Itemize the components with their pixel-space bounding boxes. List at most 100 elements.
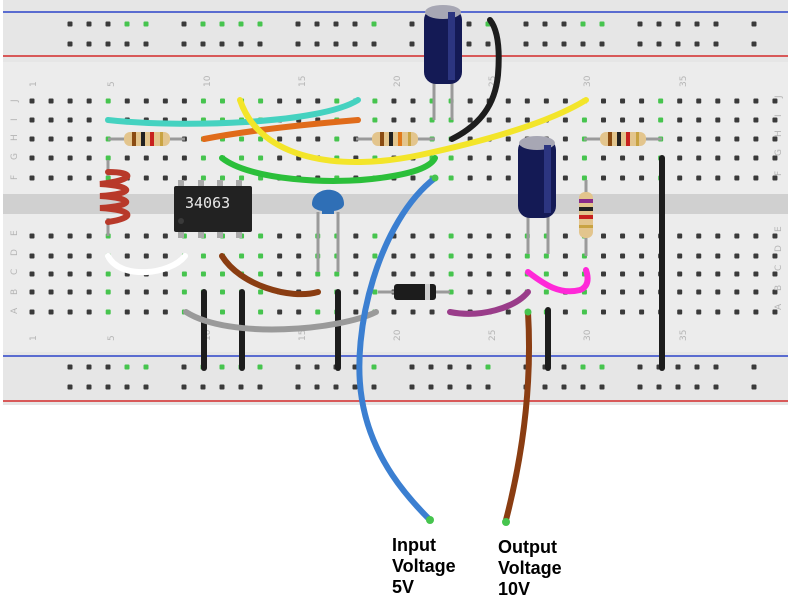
breadboard-hole [696, 175, 702, 181]
breadboard-hole [181, 155, 187, 161]
breadboard-hole [675, 21, 681, 27]
breadboard-hole [639, 98, 645, 104]
breadboard-hole [620, 233, 626, 239]
breadboard-hole [637, 21, 643, 27]
breadboard-hole [753, 253, 759, 259]
breadboard-hole [410, 117, 416, 123]
row-letter: B [774, 285, 784, 291]
breadboard-hole [429, 271, 435, 277]
breadboard-hole [200, 271, 206, 277]
breadboard-hole [734, 271, 740, 277]
row-letter: E [10, 230, 20, 236]
breadboard-hole [713, 41, 719, 47]
breadboard-hole [485, 41, 491, 47]
breadboard-hole [200, 253, 206, 259]
breadboard-hole [429, 309, 435, 315]
breadboard-hole [315, 98, 321, 104]
breadboard-hole [713, 384, 719, 390]
breadboard-hole [734, 309, 740, 315]
breadboard-hole [258, 233, 264, 239]
wire-gray [183, 309, 379, 333]
breadboard-hole [372, 233, 378, 239]
breadboard-hole [296, 271, 302, 277]
breadboard-hole [696, 136, 702, 142]
column-number: 5 [107, 335, 117, 341]
breadboard-hole [505, 309, 511, 315]
breadboard-hole [580, 384, 586, 390]
breadboard-hole [639, 117, 645, 123]
breadboard-hole [486, 271, 492, 277]
breadboard-hole [258, 289, 264, 295]
breadboard-hole [751, 384, 757, 390]
breadboard-hole [677, 136, 683, 142]
breadboard-hole [751, 21, 757, 27]
breadboard-hole [599, 21, 605, 27]
breadboard-hole [86, 364, 92, 370]
breadboard-hole [467, 253, 473, 259]
breadboard-hole [599, 364, 605, 370]
breadboard-hole [677, 289, 683, 295]
breadboard-hole [561, 41, 567, 47]
breadboard-hole [219, 41, 225, 47]
breadboard-hole [220, 289, 225, 295]
column-number: 35 [679, 76, 689, 87]
breadboard-hole [29, 271, 35, 277]
breadboard-hole [391, 253, 397, 259]
breadboard-hole [162, 233, 168, 239]
breadboard-hole [601, 98, 606, 104]
breadboard-hole [124, 309, 130, 315]
breadboard-hole [428, 384, 434, 390]
breadboard-hole [162, 289, 168, 295]
breadboard-hole [67, 364, 73, 370]
column-number: 20 [393, 329, 403, 341]
breadboard-hole [143, 364, 149, 370]
breadboard-hole [562, 253, 568, 259]
breadboard-hole [601, 117, 606, 123]
breadboard-hole [505, 136, 511, 142]
breadboard-hole [656, 384, 662, 390]
breadboard-hole [448, 233, 454, 239]
breadboard-hole [675, 364, 681, 370]
breadboard-hole [639, 289, 645, 295]
breadboard-hole [238, 41, 244, 47]
breadboard-hole [581, 117, 587, 123]
breadboard-hole [162, 271, 168, 277]
breadboard-hole [753, 98, 759, 104]
column-number: 1 [29, 335, 39, 341]
breadboard-hole [238, 384, 244, 390]
breadboard-hole [753, 175, 759, 181]
resistor-right [584, 132, 662, 146]
breadboard-hole [48, 98, 54, 104]
breadboard-hole [694, 21, 700, 27]
breadboard-hole [277, 98, 283, 104]
breadboard-hole [352, 384, 358, 390]
row-letter: B [10, 289, 20, 295]
breadboard-hole [67, 253, 73, 259]
breadboard-hole [505, 175, 511, 181]
breadboard-hole [772, 271, 778, 277]
breadboard-hole [601, 233, 606, 239]
breadboard-hole [67, 117, 73, 123]
breadboard-hole [258, 271, 264, 277]
breadboard-hole [561, 384, 567, 390]
ic-34063: 34063 [174, 180, 252, 238]
breadboard-hole [696, 289, 702, 295]
breadboard-hole [333, 41, 339, 47]
breadboard-hole [296, 233, 302, 239]
wire-purple [447, 289, 531, 317]
breadboard-hole [448, 155, 454, 161]
breadboard-hole [466, 384, 472, 390]
row-letter: I [774, 114, 784, 117]
breadboard-hole [448, 175, 454, 181]
breadboard-hole [409, 21, 415, 27]
breadboard-hole [105, 98, 111, 104]
breadboard-hole [296, 309, 302, 315]
breadboard-hole [334, 271, 340, 277]
breadboard-hole [143, 253, 149, 259]
breadboard-hole [694, 41, 700, 47]
breadboard-hole [543, 289, 549, 295]
inductor [99, 160, 131, 236]
electrolytic-capacitor-bottom [518, 136, 556, 254]
breadboard-hole [239, 175, 245, 181]
breadboard-hole [772, 155, 778, 161]
